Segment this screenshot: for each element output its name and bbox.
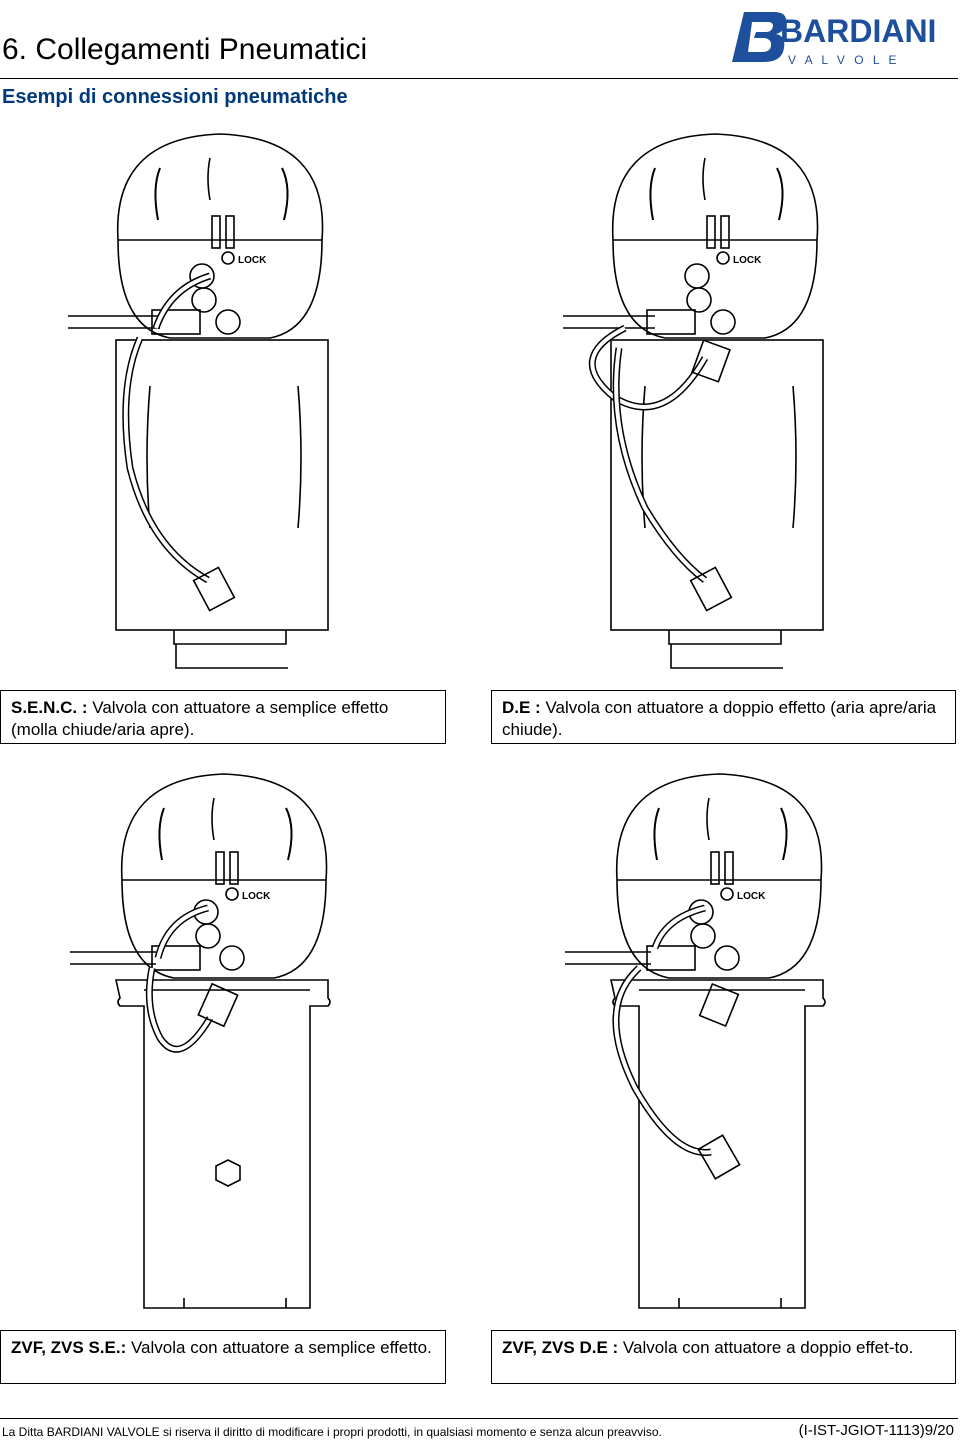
caption-code: S.E.N.C. : xyxy=(11,698,88,717)
page-title: 6. Collegamenti Pneumatici xyxy=(2,33,368,66)
logo-brand-text: BARDIANI xyxy=(780,13,936,49)
caption-de: D.E : Valvola con attuatore a doppio eff… xyxy=(491,690,956,744)
valve-drawing-zvf-de: LOCK xyxy=(565,773,826,1309)
lock-label: LOCK xyxy=(733,255,762,266)
caption-text: Valvola con attuatore a doppio effetto (… xyxy=(502,698,937,739)
caption-zvf-zvs-de: ZVF, ZVS D.E : Valvola con attuatore a d… xyxy=(491,1330,956,1384)
lock-label: LOCK xyxy=(737,891,766,902)
caption-code: D.E : xyxy=(502,698,541,717)
caption-code: ZVF, ZVS S.E.: xyxy=(11,1338,127,1357)
lock-label: LOCK xyxy=(242,891,271,902)
footer-divider xyxy=(0,1418,958,1419)
section-subtitle: Esempi di connessioni pneumatiche xyxy=(2,86,348,108)
header-divider xyxy=(0,78,958,79)
caption-text: Valvola con attuatore a doppio effet-to. xyxy=(622,1338,914,1357)
bardiani-logo: BARDIANI V A L V O L E xyxy=(732,12,936,67)
lock-label: LOCK xyxy=(238,255,267,266)
caption-text: Valvola con attuatore a semplice effetto… xyxy=(11,698,389,739)
valve-drawing-de: LOCK xyxy=(563,133,824,669)
footer-notice: La Ditta BARDIANI VALVOLE si riserva il … xyxy=(2,1425,662,1439)
caption-text: Valvola con attuatore a semplice effetto… xyxy=(130,1338,432,1357)
logo-tagline-text: V A L V O L E xyxy=(788,53,900,67)
caption-senc: S.E.N.C. : Valvola con attuatore a sempl… xyxy=(0,690,446,744)
footer-doc-code: (I-IST-JGIOT-1113)9/20 xyxy=(798,1422,954,1439)
valve-drawing-zvf-se: LOCK xyxy=(70,773,331,1309)
caption-code: ZVF, ZVS D.E : xyxy=(502,1338,619,1357)
valve-drawing-senc: LOCK xyxy=(68,133,329,669)
caption-zvf-zvs-se: ZVF, ZVS S.E.: Valvola con attuatore a s… xyxy=(0,1330,446,1384)
